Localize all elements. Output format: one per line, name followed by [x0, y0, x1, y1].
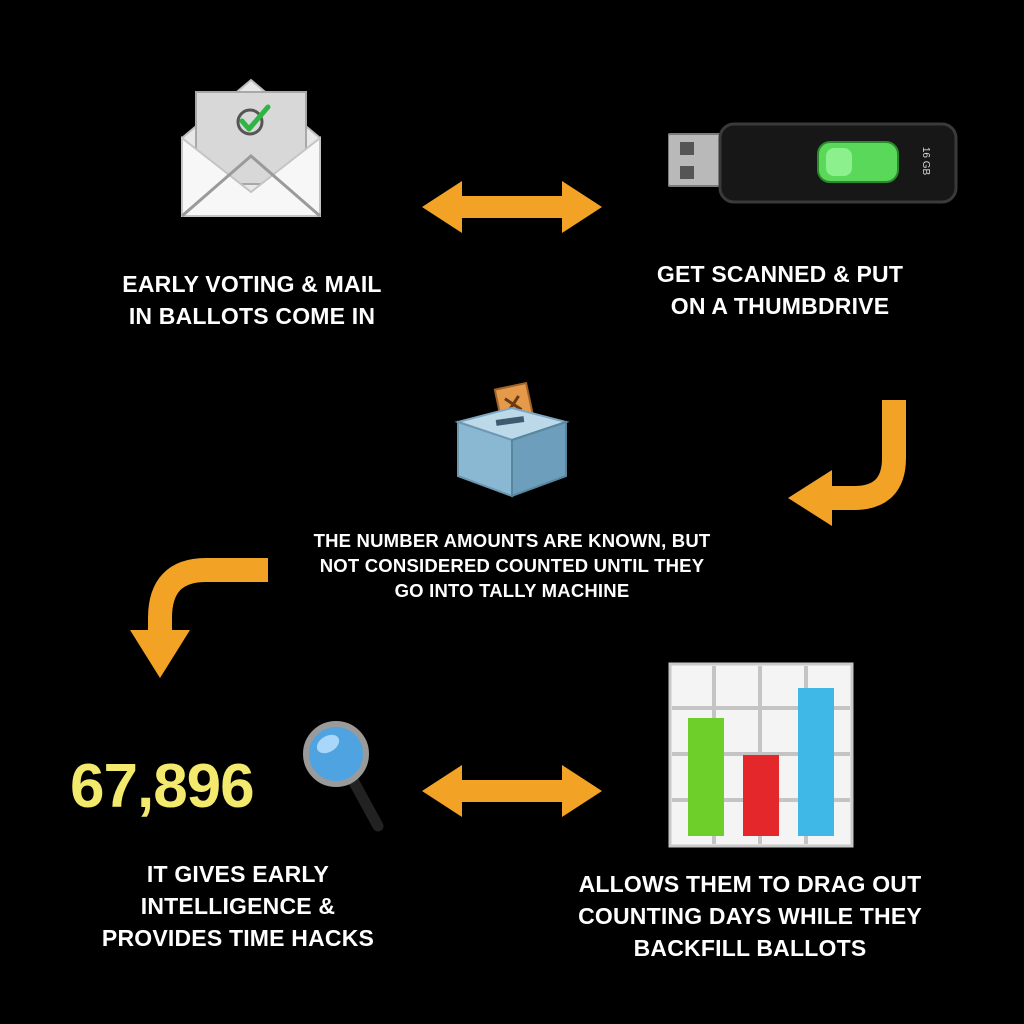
- double-arrow-top: [420, 178, 604, 236]
- usb-thumbdrive-icon: [668, 120, 960, 206]
- thumbdrive-caption: GET SCANNED & PUT ON A THUMBDRIVE: [656, 261, 904, 319]
- double-arrow-bottom: [420, 762, 604, 820]
- early-count-number: 67,896: [70, 752, 255, 821]
- ballot-box-caption: THE NUMBER AMOUNTS ARE KNOWN, BUT NOT CO…: [313, 530, 711, 601]
- bar-chart-caption: ALLOWS THEM TO DRAG OUT COUNTING DAYS WH…: [578, 871, 922, 961]
- bar-chart-icon: [668, 662, 854, 848]
- curved-arrow-left: [126, 556, 272, 682]
- mail-ballots-caption: EARLY VOTING & MAIL IN BALLOTS COME IN: [122, 271, 382, 329]
- ballot-box-icon: [452, 382, 572, 500]
- curved-arrow-right: [784, 398, 912, 538]
- envelope-ballot-icon: [178, 74, 324, 222]
- magnifying-glass-icon: [300, 718, 390, 836]
- drive-capacity-label: 16 GB: [920, 146, 931, 176]
- early-intel-caption: IT GIVES EARLY INTELLIGENCE & PROVIDES T…: [101, 861, 375, 951]
